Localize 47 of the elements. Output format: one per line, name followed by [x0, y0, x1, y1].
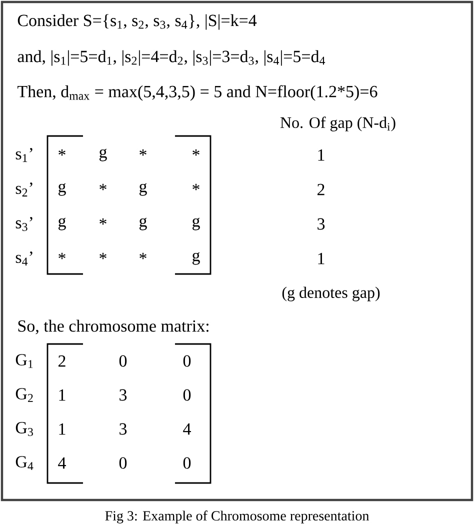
matrix-cell: * [192, 149, 200, 156]
matrix-cell: g [140, 218, 147, 230]
matrix-cell: g [192, 218, 200, 230]
statement-text: So, the chromosome matrix: [18, 320, 208, 334]
row-label: s$_{2}$’ [16, 182, 32, 196]
caption: Fig 3: Example of Chromosome representation [105, 510, 370, 524]
row-label: G$_{1}$ [16, 354, 33, 368]
statement-text: Consider S={s$_{1}$, s$_{2}$, s$_{3}$, s$_{4}$}, |S|=k=4 [18, 14, 257, 30]
matrix-cell: 1 [59, 389, 66, 401]
statement-text: Then, d$_{max}$ = max(5,4,3,5) = 5 and N=floor(1.2*5)=6 [18, 85, 378, 101]
note-text: (g denotes gap) [282, 286, 380, 302]
matrix-cell: g [140, 183, 147, 196]
matrix-cell: * [58, 149, 66, 156]
gap-count: 2 [318, 184, 324, 196]
gap-count: 1 [318, 252, 324, 264]
matrix-cell: * [100, 252, 106, 260]
matrix-cell: * [100, 218, 106, 225]
matrix-cell: * [58, 252, 66, 260]
matrix-cell: 0 [119, 457, 127, 469]
matrix-cell: g [100, 148, 107, 162]
matrix-cell: 3 [120, 423, 127, 435]
matrix-cell: 1 [59, 423, 66, 435]
row-label: s$_{4}$’ [16, 252, 32, 266]
matrix-cell: 0 [183, 355, 191, 367]
matrix-cell: 4 [58, 457, 66, 469]
row-label: s$_{3}$’ [16, 216, 32, 231]
statement-text: and, |s$_{1}$|=5=d$_{1}$, |s$_{2}$|=4=d$_{2}$, |s$_{3}$|=3=d$_{3}$, |s$_{4}$|=5=d$_{4}$ [18, 50, 326, 66]
matrix-cell: 4 [183, 423, 191, 435]
matrix-cell: * [140, 252, 146, 260]
column-heading: No. Of gap (N-d$_{i}$) [280, 116, 396, 132]
matrix-cell: 3 [120, 389, 127, 401]
matrix-cell: * [140, 149, 146, 156]
matrix-cell: 0 [183, 389, 191, 401]
matrix-cell: 0 [183, 457, 191, 469]
gap-count: 1 [318, 149, 324, 161]
row-label: G$_{3}$ [16, 422, 33, 436]
row-label: G$_{4}$ [16, 456, 34, 470]
matrix-cell: 0 [119, 355, 127, 367]
row-label: s$_{1}$’ [16, 148, 32, 162]
matrix-cell: * [192, 184, 200, 190]
matrix-cell: 2 [58, 355, 66, 367]
matrix-cell: g [58, 183, 66, 196]
matrix-cell: g [58, 218, 66, 230]
gap-count: 3 [318, 218, 325, 230]
matrix-cell: g [192, 252, 200, 265]
matrix-cell: * [100, 184, 106, 190]
row-label: G$_{2}$ [16, 388, 33, 402]
